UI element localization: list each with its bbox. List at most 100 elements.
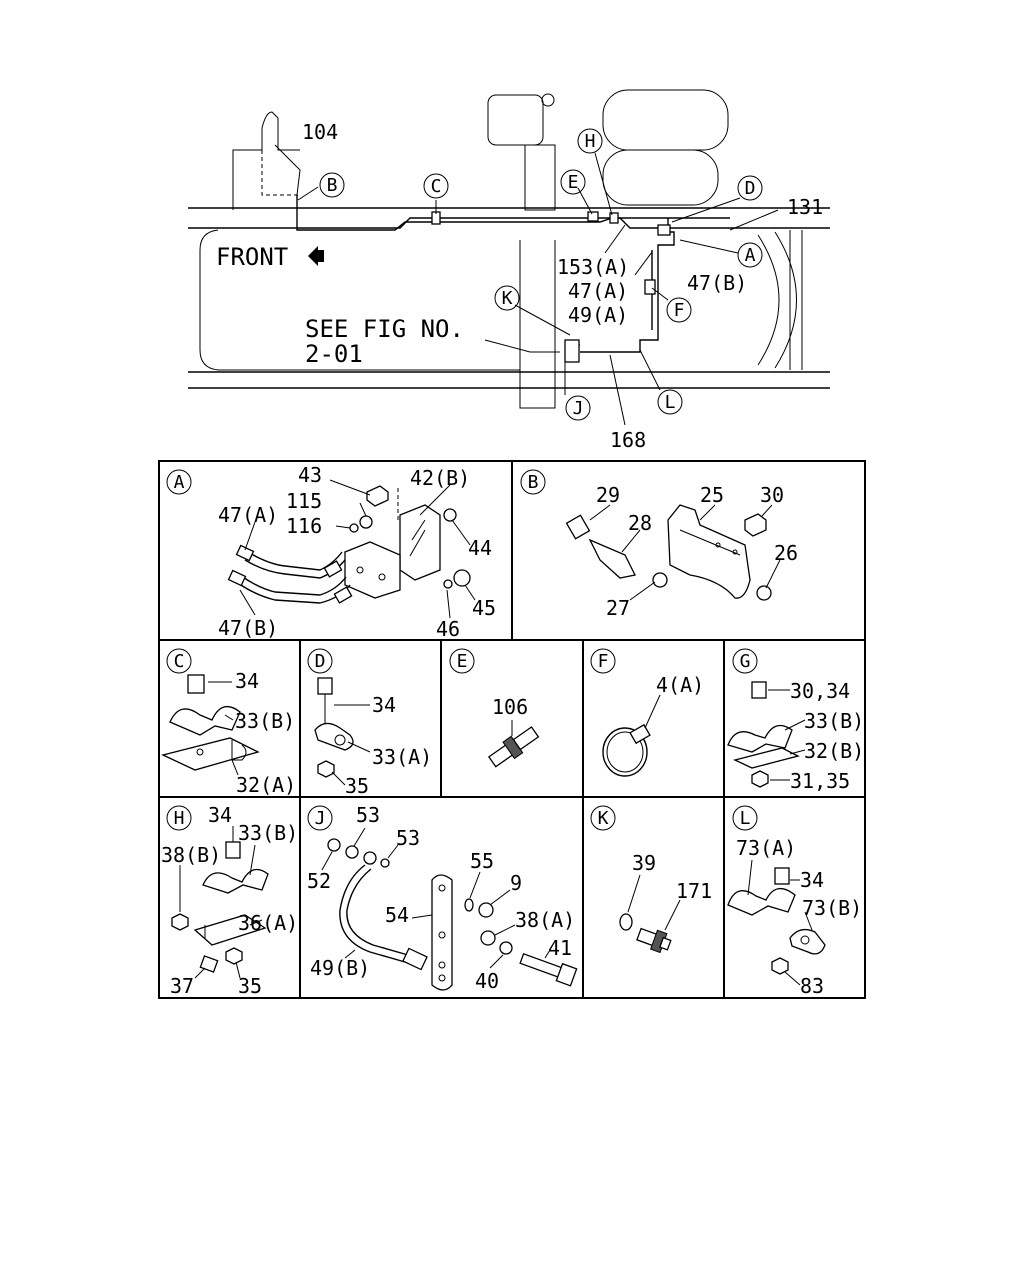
- callout-l: L: [657, 389, 683, 415]
- g-part-33b: 33(B): [804, 709, 864, 733]
- j-part-54: 54: [385, 903, 409, 927]
- callout-h: H: [577, 128, 603, 154]
- h-part-36a: 36(A): [238, 911, 298, 935]
- j-part-55: 55: [470, 849, 494, 873]
- g-part-32b: 32(B): [804, 739, 864, 763]
- callout-j: J: [565, 395, 591, 421]
- callout-f: F: [666, 297, 692, 323]
- panel-h: H 34 33(B) 38(B) 36(A) 37 35: [161, 803, 298, 998]
- panel-j: J 53 53 52 55 9 54: [307, 803, 578, 993]
- l-part-34: 34: [800, 868, 824, 892]
- b-part-30: 30: [760, 483, 784, 507]
- h-part-34: 34: [208, 803, 232, 827]
- panel-c: C 34 33(B) 32(A): [161, 648, 296, 797]
- l-part-73a: 73(A): [736, 836, 796, 860]
- a-part-44: 44: [468, 536, 492, 560]
- svg-text:E: E: [568, 172, 579, 193]
- e-part-106: 106: [492, 695, 528, 719]
- d-part-34: 34: [372, 693, 396, 717]
- b-part-26: 26: [774, 541, 798, 565]
- callout-e: E: [560, 169, 586, 195]
- c-part-34: 34: [235, 669, 259, 693]
- a-part-42b: 42(B): [410, 466, 470, 490]
- panel-letter-g: G: [740, 651, 751, 672]
- a-part-47b: 47(B): [218, 616, 278, 640]
- panel-d: D 34 33(A) 35: [307, 648, 432, 798]
- svg-text:D: D: [745, 178, 756, 199]
- callout-c: C: [423, 173, 449, 199]
- panel-letter-k: K: [598, 808, 609, 829]
- a-part-43: 43: [298, 463, 322, 487]
- panel-letter-b: B: [528, 472, 539, 493]
- svg-text:J: J: [573, 398, 584, 419]
- callout-b: B: [319, 172, 345, 198]
- j-part-38a: 38(A): [515, 908, 575, 932]
- l-part-83: 83: [800, 974, 824, 998]
- c-part-33b: 33(B): [235, 709, 295, 733]
- panel-letter-c: C: [174, 651, 185, 672]
- panel-letter-h: H: [174, 808, 185, 829]
- c-part-32a: 32(A): [236, 773, 296, 797]
- a-part-115: 115: [286, 489, 322, 513]
- part-label-47a: 47(A): [568, 279, 628, 303]
- see-fig-line-1: SEE FIG NO.: [305, 315, 464, 343]
- panel-k: K 39 171: [590, 805, 712, 954]
- panel-e: E 106: [449, 648, 540, 768]
- panel-letter-f: F: [598, 651, 609, 672]
- part-label-131: 131: [787, 195, 823, 219]
- b-part-25: 25: [700, 483, 724, 507]
- callout-a: A: [737, 242, 763, 268]
- svg-text:B: B: [327, 175, 338, 196]
- panel-letter-j: J: [315, 808, 326, 829]
- see-fig-line-2: 2-01: [305, 340, 363, 368]
- detail-grid: [158, 460, 866, 999]
- panel-f: F 4(A): [590, 648, 704, 777]
- d-part-33a: 33(A): [372, 745, 432, 769]
- k-part-171: 171: [676, 879, 712, 903]
- h-part-35: 35: [238, 974, 262, 998]
- svg-text:A: A: [745, 245, 756, 266]
- b-part-28: 28: [628, 511, 652, 535]
- j-part-52: 52: [307, 869, 331, 893]
- part-label-168: 168: [610, 428, 646, 452]
- svg-text:F: F: [674, 300, 685, 321]
- k-part-39: 39: [632, 851, 656, 875]
- g-part-30-34: 30,34: [790, 679, 850, 703]
- h-part-37: 37: [170, 974, 194, 998]
- part-label-49a: 49(A): [568, 303, 628, 327]
- h-part-33b: 33(B): [238, 821, 298, 845]
- overview-drawing: B C E H D A F K: [188, 89, 830, 452]
- a-part-46: 46: [436, 617, 460, 641]
- j-part-41: 41: [548, 936, 572, 960]
- panel-g: G 30,34 33(B) 32(B) 31,35: [727, 648, 864, 793]
- panel-letter-d: D: [315, 651, 326, 672]
- callout-k: K: [494, 285, 520, 311]
- a-part-47a: 47(A): [218, 503, 278, 527]
- f-part-4a: 4(A): [656, 673, 704, 697]
- h-part-38b: 38(B): [161, 843, 221, 867]
- b-part-27: 27: [606, 596, 630, 620]
- l-part-73b: 73(B): [802, 896, 862, 920]
- panel-l: L 73(A) 34 73(B) 83: [727, 805, 862, 998]
- g-part-31-35: 31,35: [790, 769, 850, 793]
- svg-text:L: L: [665, 392, 676, 413]
- d-part-35: 35: [345, 774, 369, 798]
- part-label-153a: 153(A): [557, 255, 629, 279]
- panel-a: A 43 42(B) 115: [166, 463, 496, 641]
- part-label-47b: 47(B): [687, 271, 747, 295]
- j-part-40: 40: [475, 969, 499, 993]
- j-part-53-a: 53: [356, 803, 380, 827]
- a-part-116: 116: [286, 514, 322, 538]
- panel-letter-l: L: [740, 808, 751, 829]
- part-label-104: 104: [302, 120, 338, 144]
- panel-b: B 29 25 30 28 26 27: [520, 469, 798, 620]
- svg-text:H: H: [585, 131, 596, 152]
- j-part-49b: 49(B): [310, 956, 370, 980]
- j-part-9: 9: [510, 871, 522, 895]
- j-part-53-b: 53: [396, 826, 420, 850]
- callout-d: D: [737, 175, 763, 201]
- panel-letter-e: E: [457, 651, 468, 672]
- svg-text:K: K: [502, 288, 513, 309]
- a-part-45: 45: [472, 596, 496, 620]
